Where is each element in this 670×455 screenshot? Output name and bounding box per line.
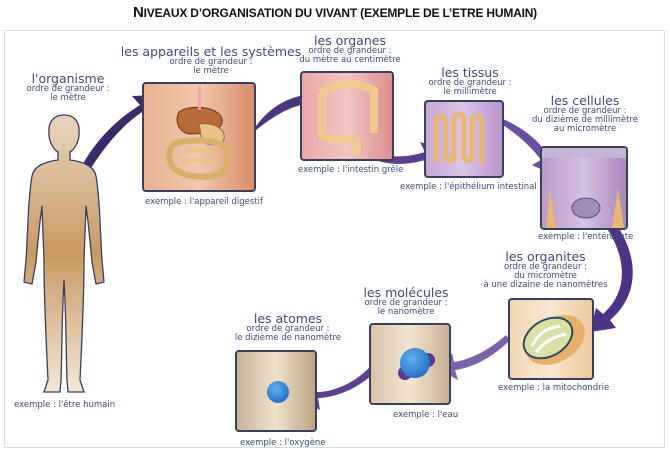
scale-value: au micromètre [553, 123, 617, 134]
page-title: NIVEAUX D’ORGANISATION DU VIVANT (EXEMPL… [133, 4, 537, 21]
scale-value: le dizième de nanomètre [234, 333, 342, 344]
diagram-frame [4, 30, 665, 448]
example-organes: exemple : l'intestin grêle [298, 165, 404, 175]
level-tissus: les tissus ordre de grandeur : le millim… [400, 66, 540, 97]
water-molecule-icon [398, 348, 435, 380]
level-name: l'organisme [31, 71, 105, 86]
box-organes [300, 71, 394, 161]
digestive-system-icon [166, 86, 232, 180]
arrow-organites-to-molecules [440, 335, 510, 380]
scale-value: le mètre [50, 93, 86, 104]
example-organisme: exemple : l'être humain [14, 400, 116, 410]
example-tissus: exemple : l'épithélium intestinal [400, 182, 537, 192]
scale-value: le millimètre [443, 87, 497, 98]
example-organites: exemple : la mitochondrie [498, 383, 610, 393]
example-atomes: exemple : l'oxygène [240, 438, 326, 448]
level-molecules: les molécules ordre de grandeur : le nan… [350, 286, 462, 317]
box-molecules [369, 323, 451, 405]
box-atomes [235, 350, 317, 432]
scale-value: le nanomètre [377, 307, 435, 318]
scale-label: ordre de grandeur : [543, 106, 627, 117]
level-name: les organes [314, 33, 386, 48]
small-intestine-icon [318, 80, 378, 155]
scale-value: du dizième de millimètre [532, 115, 638, 126]
scale-label: ordre de grandeur : [428, 78, 512, 89]
example-molecules: exemple : l'eau [393, 410, 459, 420]
scale-label: ordre de grandeur : [246, 324, 330, 335]
arrow-molecules-to-atomes [300, 367, 375, 410]
scale-label: ordre de grandeur : [169, 57, 253, 68]
level-name: les atomes [253, 311, 323, 326]
example-cellules: exemple : l'entérocyte [538, 232, 634, 242]
level-organes: les organes ordre de grandeur : du mètre… [280, 34, 420, 65]
box-appareils [142, 82, 256, 192]
level-organisme: l'organisme ordre de grandeur : le mètre [18, 72, 118, 103]
box-cellules [540, 146, 628, 230]
mitochondrion-icon [522, 315, 585, 365]
scale-label: ordre de grandeur : [26, 84, 110, 95]
level-name: les cellules [550, 93, 620, 108]
box-organites [508, 298, 594, 380]
scale-value: du micromètre [514, 271, 577, 282]
level-name: les organites [505, 249, 586, 264]
scale-value: du mètre au centimètre [299, 55, 401, 66]
level-cellules: les cellules ordre de grandeur : du dizi… [505, 94, 665, 134]
box-tissus [424, 100, 504, 178]
oxygen-atom-icon [267, 381, 289, 403]
level-appareils: les appareils et les systèmes ordre de g… [116, 45, 306, 76]
scale-value: le mètre [193, 66, 229, 77]
level-name: les molécules [363, 285, 449, 300]
arrow-cellules-to-organites [590, 218, 633, 332]
scale-label: ordre de grandeur : [364, 298, 448, 309]
level-organites: les organites ordre de grandeur : du mic… [478, 250, 613, 290]
example-appareils: exemple : l'appareil digestif [145, 197, 263, 207]
level-name: les tissus [441, 65, 499, 80]
level-name: les appareils et les systèmes [120, 44, 302, 59]
human-body-icon [23, 114, 105, 393]
scale-label: ordre de grandeur : [308, 46, 392, 57]
scale-label: ordre de grandeur : [503, 262, 588, 273]
level-atomes: les atomes ordre de grandeur : le dizièm… [226, 312, 350, 343]
enterocyte-icon [542, 148, 626, 228]
scale-value: à une dizaine de nanomètres [483, 279, 608, 290]
intestinal-epithelium-icon [433, 111, 485, 164]
